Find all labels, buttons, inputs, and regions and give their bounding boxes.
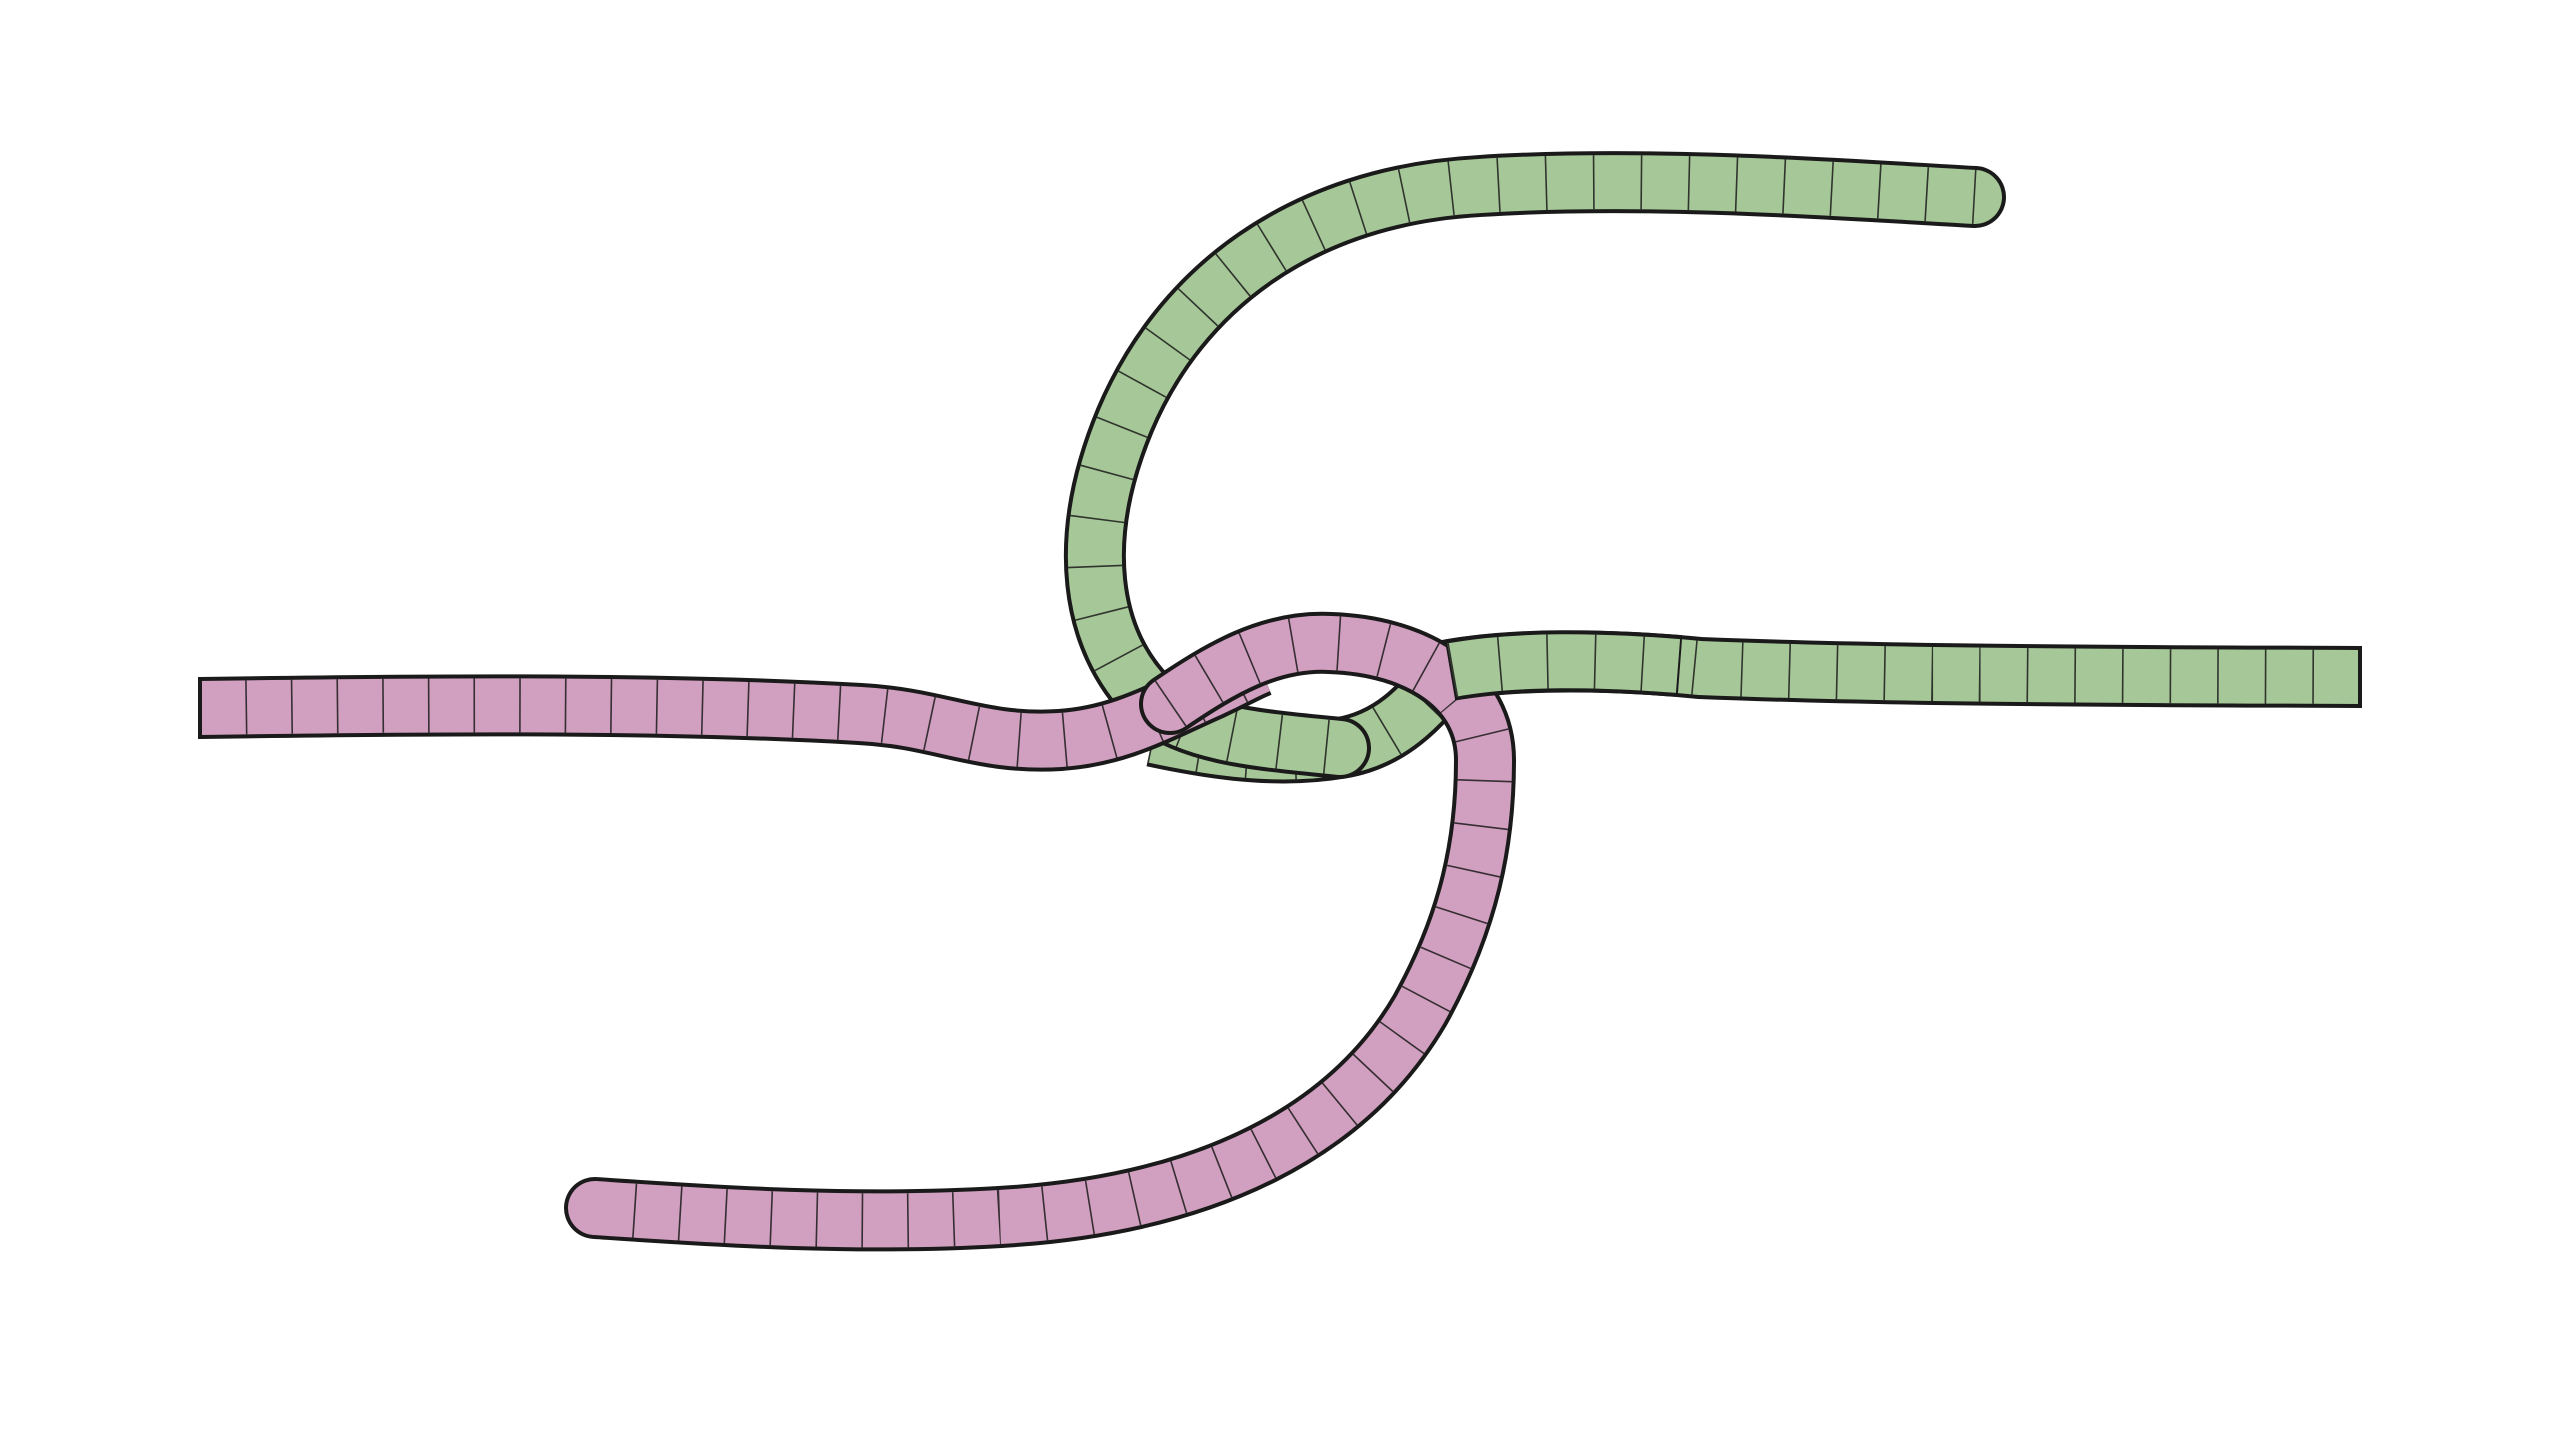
green-rope-overpass: [1444, 630, 1683, 701]
rope-ends: [198, 646, 2362, 739]
